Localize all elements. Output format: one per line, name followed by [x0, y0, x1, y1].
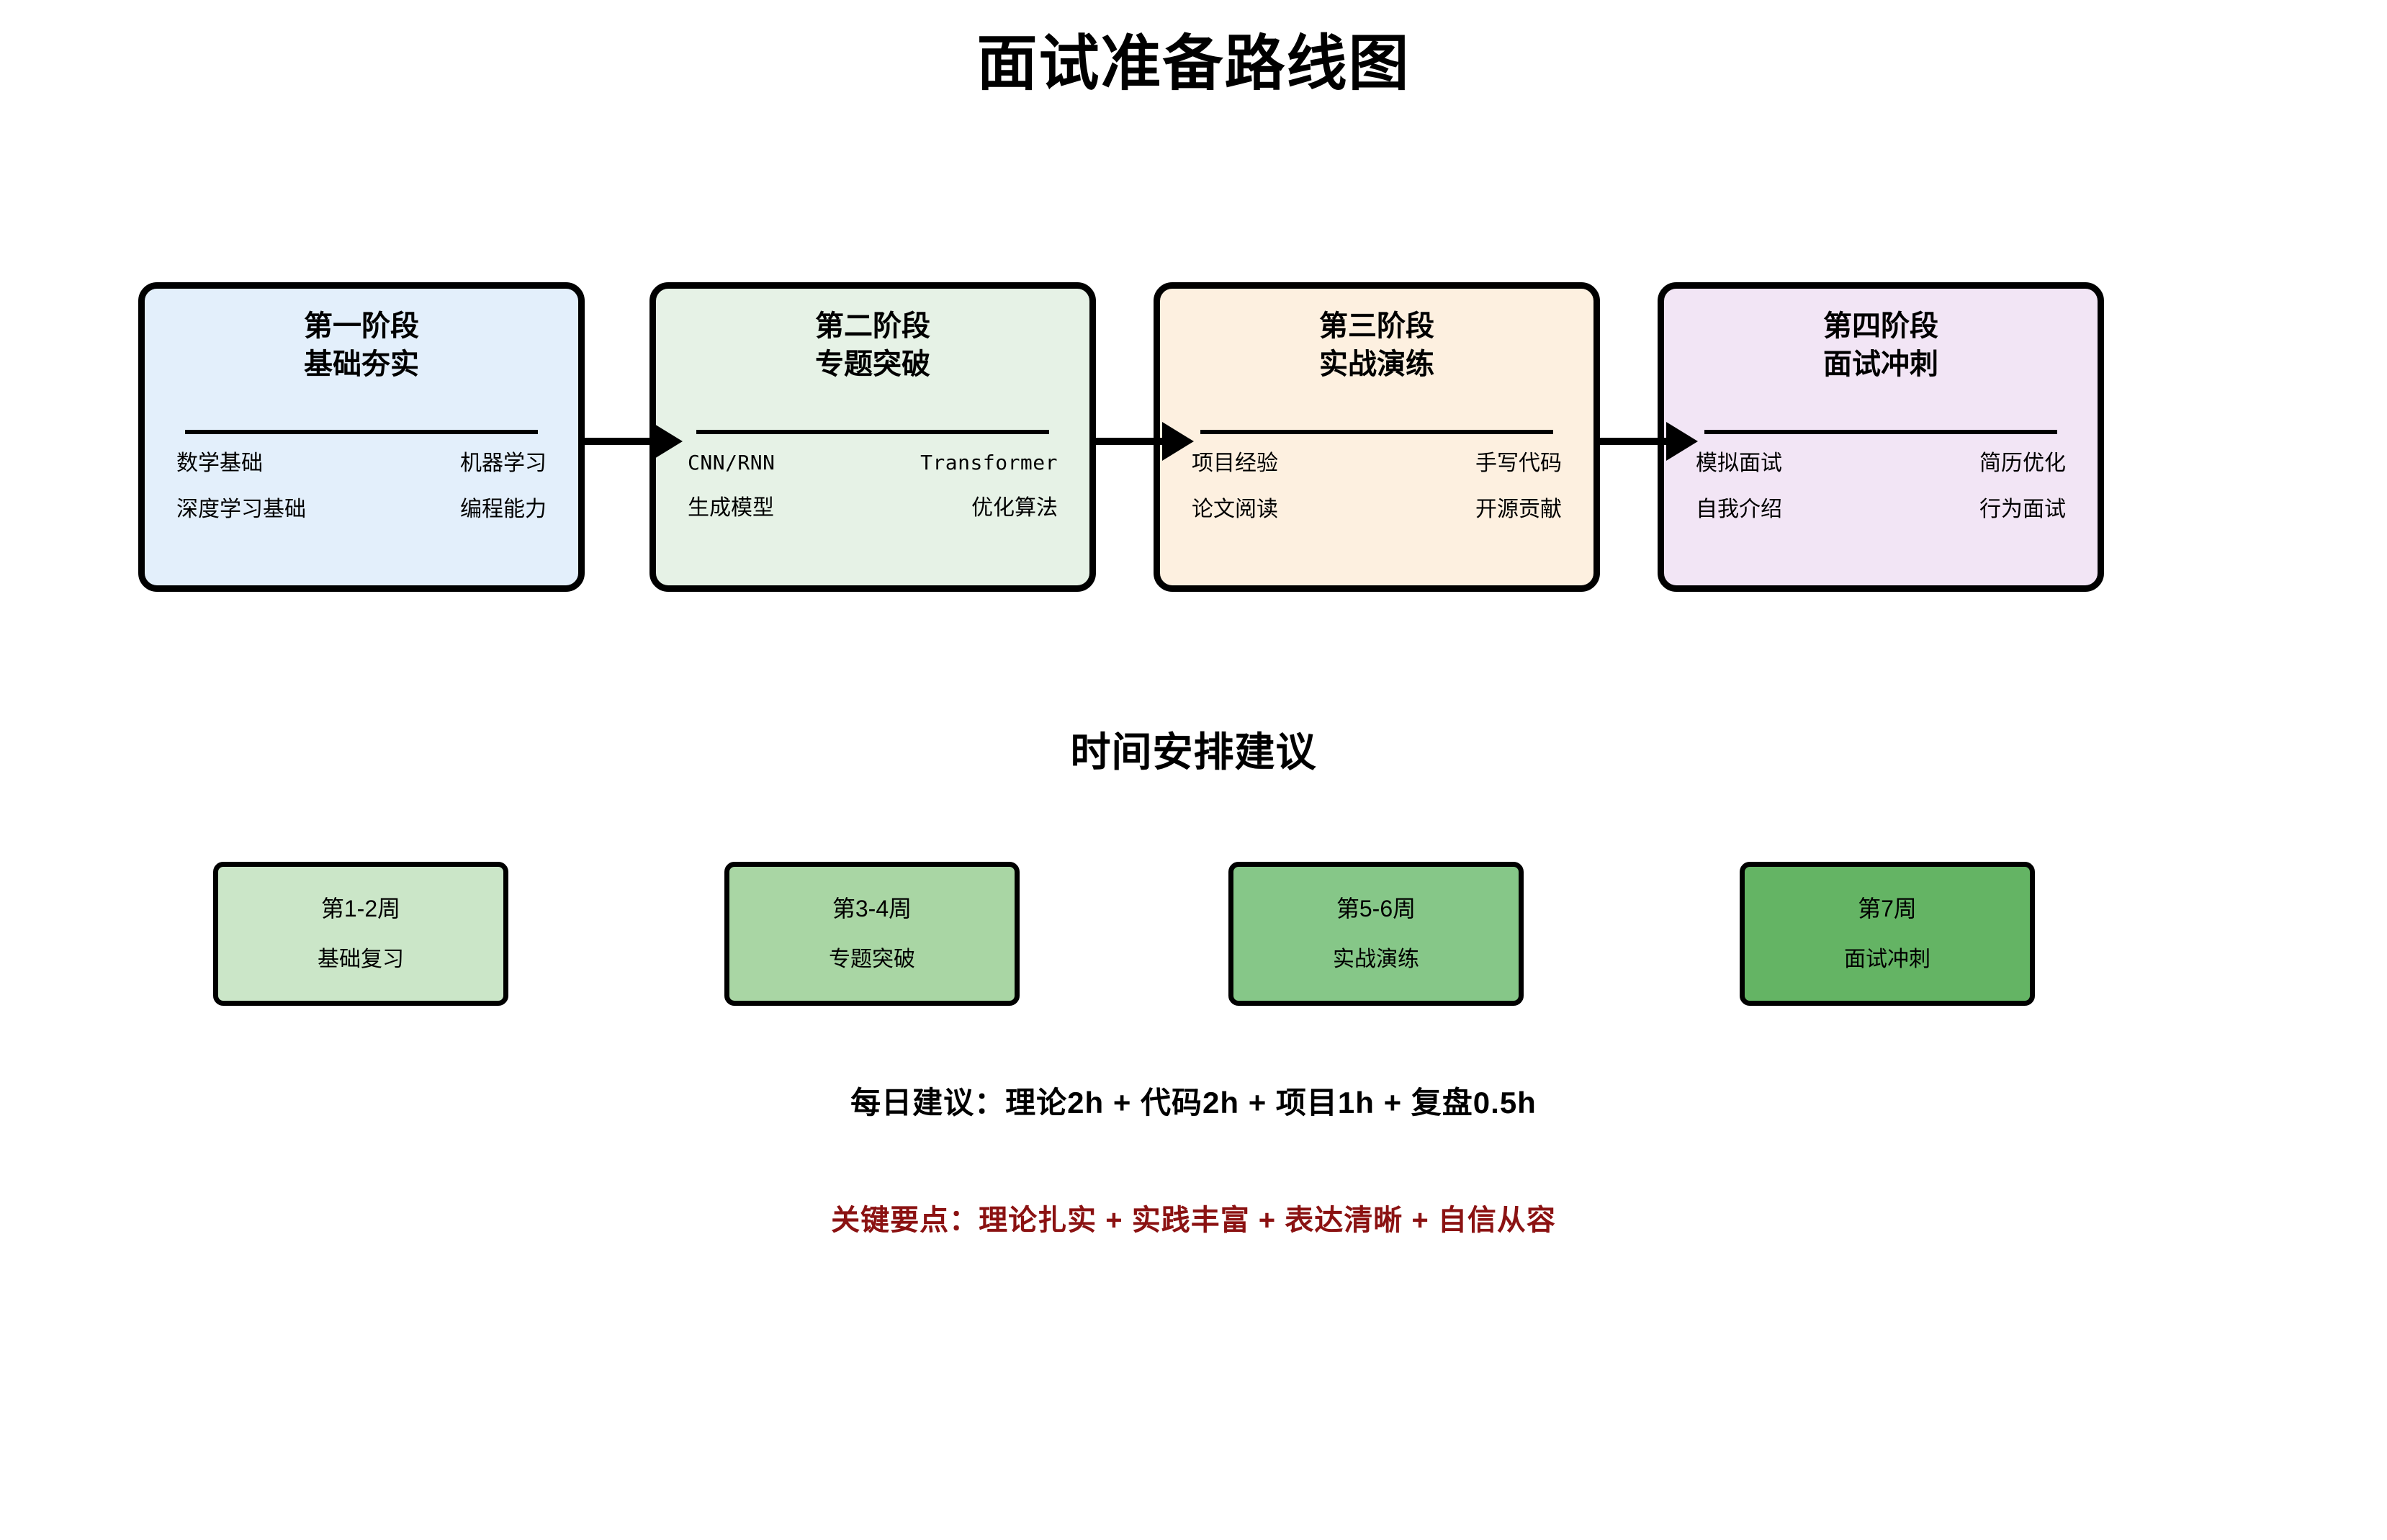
- week-2-label: 第3-4周: [832, 896, 912, 922]
- stage-3-item-3: 论文阅读: [1192, 497, 1278, 521]
- arrow-shaft: [585, 438, 655, 445]
- stage-1-item-4: 编程能力: [460, 497, 547, 521]
- week-1-label: 第1-2周: [320, 896, 401, 922]
- week-4-label: 第7周: [1858, 896, 1917, 922]
- week-box-1[interactable]: 第1-2周 基础复习: [213, 862, 508, 1006]
- week-4-desc: 面试冲刺: [1844, 947, 1930, 971]
- daily-suggestion-note: 每日建议：理论2h + 代码2h + 项目1h + 复盘0.5h: [850, 1086, 1537, 1120]
- stage-3-item-row-2: 论文阅读 开源贡献: [1192, 499, 1562, 521]
- stage-4-heading-line1: 第四阶段: [1823, 310, 1938, 342]
- week-box-2[interactable]: 第3-4周 专题突破: [724, 862, 1020, 1006]
- stage-4-item-2: 简历优化: [1979, 451, 2066, 475]
- stage-3-heading-line2: 实战演练: [1319, 348, 1434, 380]
- week-3-desc: 实战演练: [1333, 947, 1419, 971]
- arrow-head: [1162, 422, 1194, 461]
- stage-2-item-3: 生成模型: [688, 496, 774, 520]
- stage-1-items: 数学基础 机器学习 深度学习基础 编程能力: [145, 453, 578, 545]
- stage-4-heading-line2: 面试冲刺: [1823, 348, 1938, 380]
- stage-3-item-1: 项目经验: [1192, 451, 1278, 475]
- week-1-desc: 基础复习: [318, 947, 404, 971]
- stage-1-heading-line2: 基础夯实: [304, 348, 419, 380]
- stage-3-items: 项目经验 手写代码 论文阅读 开源贡献: [1160, 453, 1593, 545]
- stage-2-items: CNN/RNN Transformer 生成模型 优化算法: [656, 453, 1089, 544]
- stage-1-item-2: 机器学习: [460, 451, 547, 475]
- stage-2-item-4: 优化算法: [971, 496, 1058, 520]
- week-box-4[interactable]: 第7周 面试冲刺: [1740, 862, 2035, 1006]
- stage-3-heading: 第三阶段 实战演练: [1160, 307, 1593, 384]
- page-title: 面试准备路线图: [976, 30, 1411, 97]
- stage-3-item-row-1: 项目经验 手写代码: [1192, 453, 1562, 474]
- week-3-label: 第5-6周: [1336, 896, 1416, 922]
- stage-4-item-row-2: 自我介绍 行为面试: [1696, 499, 2066, 521]
- week-box-3[interactable]: 第5-6周 实战演练: [1228, 862, 1524, 1006]
- week-2-desc: 专题突破: [829, 947, 915, 971]
- stage-1-heading-line1: 第一阶段: [304, 310, 419, 342]
- stage-2-divider: [696, 430, 1049, 434]
- key-points-note: 关键要点：理论扎实 + 实践丰富 + 表达清晰 + 自信从容: [831, 1204, 1556, 1236]
- stage-1-heading: 第一阶段 基础夯实: [145, 307, 578, 384]
- week-row: 第1-2周 基础复习 第3-4周 专题突破 第5-6周 实战演练 第7周 面试冲…: [0, 862, 2387, 1013]
- stage-box-4[interactable]: 第四阶段 面试冲刺 模拟面试 简历优化 自我介绍 行为面试: [1658, 282, 2104, 592]
- stage-box-2[interactable]: 第二阶段 专题突破 CNN/RNN Transformer 生成模型 优化算法: [649, 282, 1096, 592]
- stage-4-item-row-1: 模拟面试 简历优化: [1696, 453, 2066, 474]
- stage-4-heading: 第四阶段 面试冲刺: [1664, 307, 2098, 384]
- stage-2-item-1: CNN/RNN: [688, 451, 776, 474]
- arrow-shaft: [1600, 438, 1671, 445]
- stage-2-item-2: Transformer: [920, 451, 1058, 474]
- stage-4-items: 模拟面试 简历优化 自我介绍 行为面试: [1664, 453, 2098, 545]
- stage-box-3[interactable]: 第三阶段 实战演练 项目经验 手写代码 论文阅读 开源贡献: [1154, 282, 1600, 592]
- arrow-head: [651, 422, 683, 461]
- stage-3-divider: [1200, 430, 1553, 434]
- stage-4-item-1: 模拟面试: [1696, 451, 1782, 475]
- stage-1-divider: [185, 430, 538, 434]
- arrow-shaft: [1096, 438, 1166, 445]
- stage-4-divider: [1704, 430, 2057, 434]
- stage-1-item-1: 数学基础: [176, 451, 263, 475]
- stage-1-item-3: 深度学习基础: [176, 497, 306, 521]
- stage-1-item-row-2: 深度学习基础 编程能力: [176, 499, 547, 521]
- stage-box-1[interactable]: 第一阶段 基础夯实 数学基础 机器学习 深度学习基础 编程能力: [138, 282, 585, 592]
- stage-2-item-row-1: CNN/RNN Transformer: [688, 453, 1058, 473]
- stage-2-heading-line1: 第二阶段: [815, 310, 930, 342]
- stage-2-item-row-2: 生成模型 优化算法: [688, 497, 1058, 519]
- stage-4-item-4: 行为面试: [1979, 497, 2066, 521]
- stage-2-heading-line2: 专题突破: [815, 348, 930, 380]
- stage-1-item-row-1: 数学基础 机器学习: [176, 453, 547, 474]
- stage-row: 第一阶段 基础夯实 数学基础 机器学习 深度学习基础 编程能力 第二阶段 专题突…: [0, 282, 2387, 598]
- stage-4-item-3: 自我介绍: [1696, 497, 1782, 521]
- arrow-head: [1666, 422, 1698, 461]
- stage-3-item-2: 手写代码: [1475, 451, 1562, 475]
- stage-3-item-4: 开源贡献: [1475, 497, 1562, 521]
- stage-3-heading-line1: 第三阶段: [1319, 310, 1434, 342]
- stage-2-heading: 第二阶段 专题突破: [656, 307, 1089, 384]
- schedule-section-title: 时间安排建议: [1070, 729, 1317, 775]
